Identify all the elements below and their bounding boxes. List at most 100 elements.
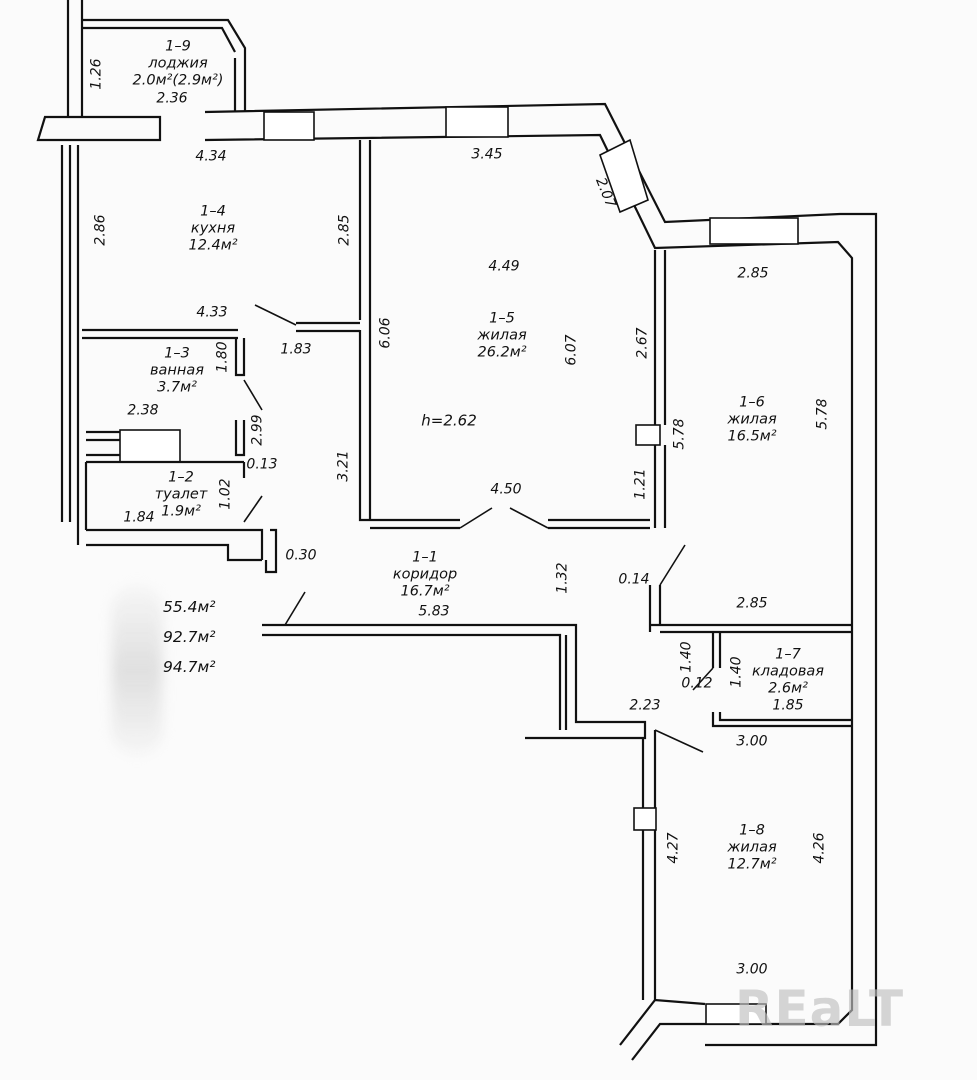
room-1-8-name: жилая [727, 839, 777, 856]
dim-1-84: 1.84 [123, 509, 155, 526]
dim-1-26: 1.26 [88, 58, 105, 90]
room-1-5-label: 1–5 жилая 26.2м² [477, 311, 526, 362]
dim-0-13: 0.13 [246, 456, 278, 473]
dim-1-40-right: 1.40 [728, 656, 745, 688]
room-1-3-label: 1–3 ванная 3.7м² [150, 346, 204, 397]
room-1-7-name: кладовая [752, 663, 824, 680]
room-1-8-area: 12.7м² [727, 856, 777, 873]
dim-1-02: 1.02 [217, 478, 234, 510]
door-swing-1-6 [659, 544, 686, 586]
room-1-1-name: коридор [392, 566, 458, 583]
room-1-6-label: 1–6 жилая 16.5м² [727, 395, 776, 446]
top-wall-main [204, 102, 878, 1047]
room-1-3-area: 3.7м² [157, 379, 197, 396]
dim-5-83: 5.83 [418, 603, 450, 620]
door-swing-toilet [243, 495, 263, 523]
blurred-label-area [112, 585, 162, 755]
left-outer-wall [60, 0, 84, 545]
room-1-5-name: жилая [477, 327, 527, 344]
room-1-4-code: 1–4 [200, 203, 226, 220]
loggia-walls [82, 18, 247, 112]
dim-2-67: 2.67 [634, 327, 651, 359]
dim-0-14: 0.14 [618, 571, 650, 588]
wall-1-8-left [641, 730, 657, 1000]
dim-1-85: 1.85 [772, 697, 804, 714]
window-bay [599, 138, 649, 214]
dim-2-85-storage: 2.85 [736, 595, 768, 612]
total-area-2: 92.7м² [163, 628, 216, 646]
room-1-5-code: 1–5 [489, 310, 515, 327]
door-swing-1-8 [654, 729, 704, 753]
dim-3-45: 3.45 [471, 146, 503, 163]
room-1-4-name: кухня [190, 220, 236, 237]
column-marker [635, 424, 661, 446]
dim-2-85-room16: 2.85 [737, 265, 769, 282]
ceiling-height: h=2.62 [421, 411, 477, 430]
dim-4-26: 4.26 [811, 832, 828, 864]
dim-4-27: 4.27 [665, 832, 682, 864]
room-1-2-label: 1–2 туалет 1.9м² [155, 470, 208, 521]
window-living-1-6 [709, 217, 799, 245]
window-kitchen [263, 111, 315, 141]
room-1-4-label: 1–4 кухня 12.4м² [188, 204, 237, 255]
room-1-1-code: 1–1 [412, 549, 438, 566]
wall-corridor-bottom [262, 623, 647, 740]
wall-kitchen-bottom [82, 321, 360, 340]
dim-1-32: 1.32 [554, 562, 571, 594]
room-1-8-code: 1–8 [739, 822, 765, 839]
window-living-1-8 [705, 1003, 767, 1025]
total-area-1: 55.4м² [163, 598, 216, 616]
dim-1-40-left: 1.40 [678, 641, 695, 673]
room-1-3-name: ванная [150, 362, 204, 379]
area-totals: 55.4м² 92.7м² 94.7м² [163, 592, 215, 682]
room-1-6-name: жилая [727, 411, 777, 428]
dim-3-00-bottom: 3.00 [736, 961, 768, 978]
dim-5-78-right: 5.78 [814, 398, 831, 430]
room-1-5-area: 26.2м² [477, 344, 527, 361]
room-1-7-label: 1–7 кладовая 2.6м² [752, 647, 824, 698]
door-swing-kitchen [254, 304, 297, 326]
realt-watermark: REaLT [735, 980, 905, 1038]
dim-4-33: 4.33 [196, 304, 228, 321]
bath-fixture [119, 429, 181, 463]
room-1-6-area: 16.5м² [727, 428, 777, 445]
room-1-7-area: 2.6м² [768, 680, 808, 697]
room-1-8-label: 1–8 жилая 12.7м² [727, 823, 776, 874]
room-1-1-label: 1–1 коридор 16.7м² [393, 550, 457, 601]
door-swing-corridor [284, 591, 306, 626]
wall-1-6-bottom [648, 585, 852, 634]
dim-2-85-kitchen: 2.85 [336, 214, 353, 246]
dim-1-21: 1.21 [632, 468, 649, 500]
room-1-4-area: 12.4м² [188, 237, 238, 254]
dim-2-38: 2.38 [127, 402, 159, 419]
room-1-2-name: туалет [154, 486, 208, 503]
wall-storage [711, 632, 852, 728]
dim-2-99: 2.99 [249, 414, 266, 446]
dim-0-12: 0.12 [681, 675, 713, 692]
room-1-3-code: 1–3 [164, 345, 190, 362]
dim-5-78-left: 5.78 [671, 418, 688, 450]
dim-3-00-top: 3.00 [736, 733, 768, 750]
dim-1-80: 1.80 [214, 341, 231, 373]
dim-2-23: 2.23 [629, 697, 661, 714]
room-1-7-code: 1–7 [775, 646, 801, 663]
dim-3-21: 3.21 [335, 450, 352, 482]
total-area-3: 94.7м² [163, 658, 216, 676]
wall-kitchen-living [358, 140, 650, 530]
room-1-9-code: 1–9 [165, 38, 191, 55]
bottom-left-wall [619, 998, 706, 1061]
dim-0-30: 0.30 [285, 547, 317, 564]
column-marker-2 [633, 807, 657, 831]
wall-bath-toilet [86, 430, 246, 478]
wall-bathroom [234, 338, 246, 457]
wall-1-5-1-6 [653, 250, 667, 528]
room-1-2-area: 1.9м² [161, 503, 201, 520]
top-wall-left [36, 115, 162, 142]
door-swing-1-3 [243, 379, 263, 411]
room-1-9-name: лоджия [148, 55, 208, 72]
window-living-1-5 [445, 106, 509, 138]
door-swing-living [459, 507, 549, 529]
room-1-2-code: 1–2 [168, 469, 194, 486]
